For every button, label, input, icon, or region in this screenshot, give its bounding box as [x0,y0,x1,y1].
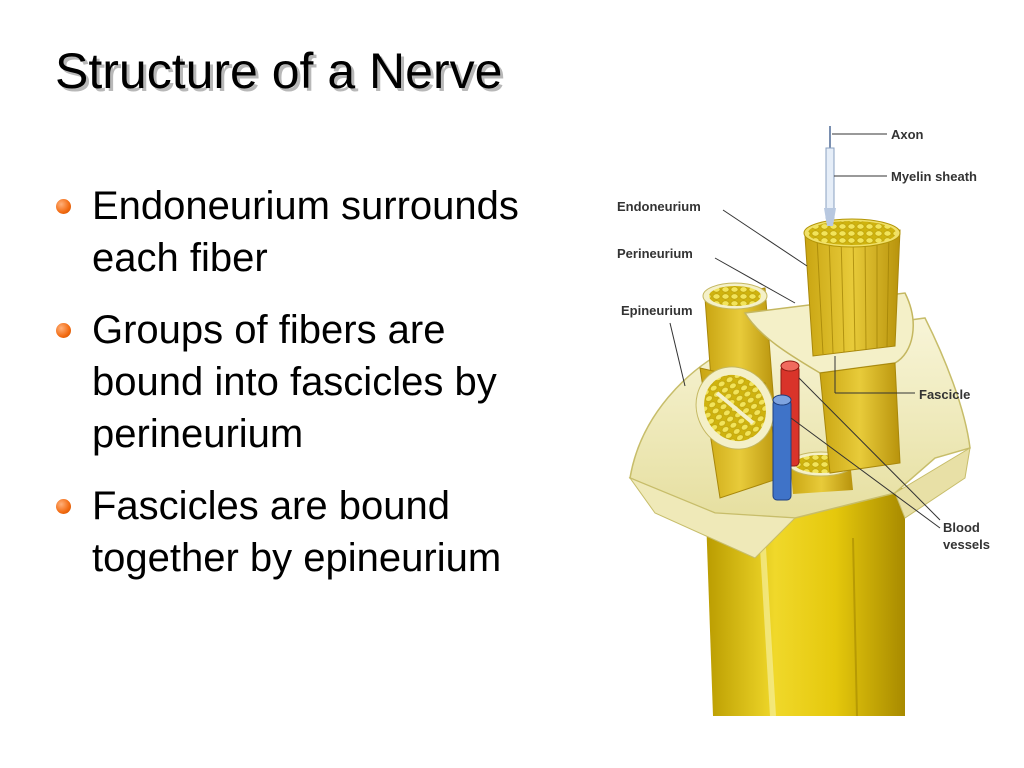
bullet-item: Groups of fibers are bound into fascicle… [56,304,556,460]
single-axon [824,126,836,226]
bullet-text: Endoneurium surrounds each fiber [92,184,519,280]
leader-lines [669,133,941,529]
bullet-list: Endoneurium surrounds each fiber Groups … [56,180,556,604]
fascicle-lower-left [695,366,781,499]
bullet-text: Fascicles are bound together by epineuri… [92,484,502,580]
label-blood-vessels-line1: Blood [943,520,980,535]
slide-title: Structure of a Nerve [55,43,503,99]
label-fascicle: Fascicle [919,387,970,402]
bullet-dot-icon [56,199,71,214]
bullet-dot-icon [56,499,71,514]
bullet-text: Groups of fibers are bound into fascicle… [92,308,497,456]
label-myelin-sheath: Myelin sheath [891,169,977,184]
nerve-diagram: Axon Myelin sheath Endoneurium Perineuri… [595,118,1015,718]
label-perineurium: Perineurium [617,246,693,261]
bullet-item: Endoneurium surrounds each fiber [56,180,556,284]
label-endoneurium: Endoneurium [617,199,701,214]
nerve-illustration: Axon Myelin sheath Endoneurium Perineuri… [617,126,990,717]
label-axon: Axon [891,127,924,142]
central-fascicle [803,218,901,357]
blood-vessels [772,360,800,501]
label-blood-vessels-line2: vessels [943,537,990,552]
label-epineurium: Epineurium [621,303,693,318]
bullet-item: Fascicles are bound together by epineuri… [56,480,556,584]
bullet-dot-icon [56,323,71,338]
